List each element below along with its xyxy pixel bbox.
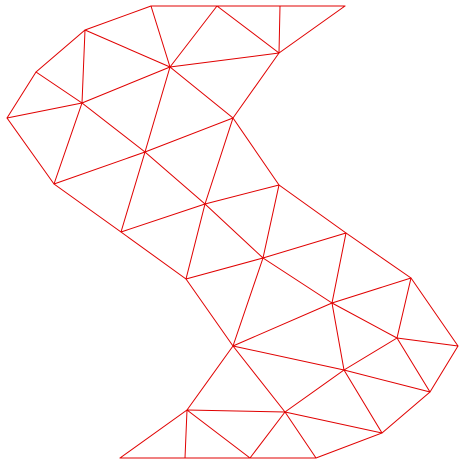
mesh-edge-36	[185, 203, 206, 280]
mesh-edge-29	[53, 183, 122, 233]
mesh-edge-22	[6, 117, 55, 185]
mesh-edge-58	[284, 369, 345, 413]
mesh-edge-15	[169, 52, 280, 68]
mesh-edge-25	[232, 117, 280, 186]
mesh-edge-34	[204, 203, 264, 259]
mesh-edge-5	[6, 71, 37, 119]
mesh-edges-group	[6, 5, 459, 459]
mesh-edge-57	[232, 345, 286, 413]
mesh-edge-44	[331, 302, 398, 339]
mesh-edge-68	[249, 411, 286, 459]
mesh-edge-18	[232, 52, 280, 119]
mesh-edge-64	[184, 409, 188, 459]
mesh-edge-16	[81, 66, 171, 104]
mesh-edge-24	[53, 151, 146, 185]
mesh-edge-52	[232, 345, 345, 371]
mesh-edge-63	[119, 409, 188, 459]
mesh-edge-4	[35, 29, 86, 73]
mesh-edge-37	[120, 231, 187, 280]
mesh-edge-46	[396, 337, 459, 347]
mesh-edge-70	[284, 411, 317, 459]
mesh-edge-23	[53, 102, 83, 185]
mesh-edge-71	[315, 432, 383, 459]
mesh-edge-42	[331, 277, 412, 304]
mesh-edge-14	[6, 102, 83, 119]
mesh-edge-53	[396, 337, 431, 393]
mesh-edge-54	[429, 345, 459, 393]
mesh-edge-10	[278, 5, 346, 54]
mesh-edge-32	[278, 184, 347, 234]
mesh-edge-47	[185, 278, 234, 347]
mesh-edge-35	[262, 232, 347, 259]
mesh-edge-17	[169, 66, 234, 119]
mesh-edge-3	[84, 5, 152, 31]
mesh-edge-31	[120, 203, 206, 233]
mesh-edge-45	[410, 277, 459, 347]
mesh-edge-13	[35, 71, 83, 104]
mesh-edge-40	[331, 232, 347, 304]
mesh-edge-30	[120, 151, 146, 233]
mesh-edge-48	[232, 257, 264, 347]
mesh-edge-7	[169, 5, 218, 68]
mesh-edge-55	[343, 369, 431, 393]
mesh-edge-26	[204, 117, 234, 205]
mesh-edge-50	[331, 302, 345, 371]
mesh-edge-12	[81, 29, 86, 104]
mesh-edge-28	[204, 184, 280, 205]
mesh-edge-33	[262, 184, 280, 259]
mesh-edge-27	[144, 151, 206, 205]
mesh-edge-59	[186, 409, 286, 413]
mesh-edge-66	[186, 409, 251, 459]
mesh-edge-39	[345, 232, 412, 279]
mesh-edge-11	[84, 29, 171, 68]
mesh-edge-38	[185, 257, 264, 280]
mesh-edge-61	[381, 391, 431, 434]
mesh-edge-6	[150, 5, 171, 68]
mesh-edge-21	[144, 117, 234, 153]
mesh-edge-56	[186, 345, 234, 411]
mesh-edge-62	[284, 411, 383, 434]
mesh-edge-49	[232, 302, 333, 347]
mesh-edge-19	[144, 66, 171, 153]
mesh-edge-9	[278, 5, 281, 54]
mesh-edge-8	[216, 5, 280, 54]
mesh-edge-51	[343, 337, 398, 371]
mesh-edge-41	[262, 257, 333, 304]
mesh-edge-43	[396, 277, 412, 339]
mesh-edge-60	[343, 369, 383, 434]
mesh-edge-20	[81, 102, 146, 153]
